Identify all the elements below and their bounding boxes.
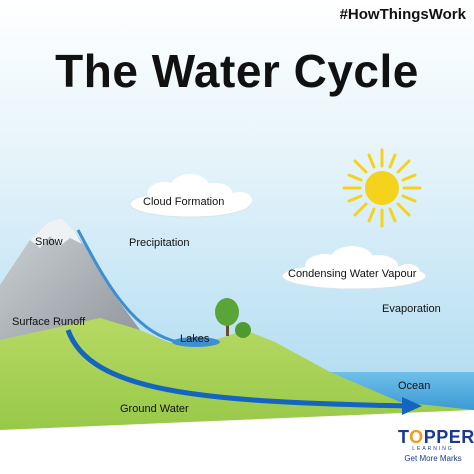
label-ground-water: Ground Water bbox=[120, 403, 189, 415]
label-evaporation: Evaporation bbox=[382, 303, 441, 315]
snow-cap bbox=[30, 218, 82, 248]
page-title: The Water Cycle bbox=[55, 45, 419, 97]
mountain bbox=[0, 218, 140, 345]
label-surface-runoff: Surface Runoff bbox=[12, 316, 86, 328]
tree-icon bbox=[215, 298, 251, 338]
cloud-icon bbox=[129, 174, 252, 218]
label-lakes: Lakes bbox=[180, 333, 210, 345]
label-condensing-water-vapour: Condensing Water Vapour bbox=[288, 268, 417, 280]
ground-water-arrow bbox=[65, 329, 422, 415]
brand-logo: TOPPER LEARNING Get More Marks bbox=[398, 427, 474, 464]
label-ocean: Ocean bbox=[398, 380, 431, 392]
brand-sub: LEARNING bbox=[412, 446, 454, 452]
brand-tagline: Get More Marks bbox=[404, 454, 462, 463]
cloud-icon bbox=[281, 246, 427, 290]
brand-name-part2: PPER bbox=[423, 427, 474, 447]
brand-name-highlight: O bbox=[409, 427, 424, 447]
surface-runoff-river bbox=[76, 229, 179, 344]
label-cloud-formation: Cloud Formation bbox=[143, 196, 225, 208]
brand-name-part1: T bbox=[398, 427, 410, 447]
sun-icon bbox=[342, 148, 422, 228]
brand-name: TOPPER bbox=[398, 427, 474, 447]
label-snow: Snow bbox=[35, 236, 63, 248]
label-precipitation: Precipitation bbox=[129, 237, 190, 249]
hashtag-label: #HowThingsWork bbox=[339, 6, 466, 23]
foreground-base bbox=[0, 410, 474, 474]
lake bbox=[172, 337, 220, 347]
